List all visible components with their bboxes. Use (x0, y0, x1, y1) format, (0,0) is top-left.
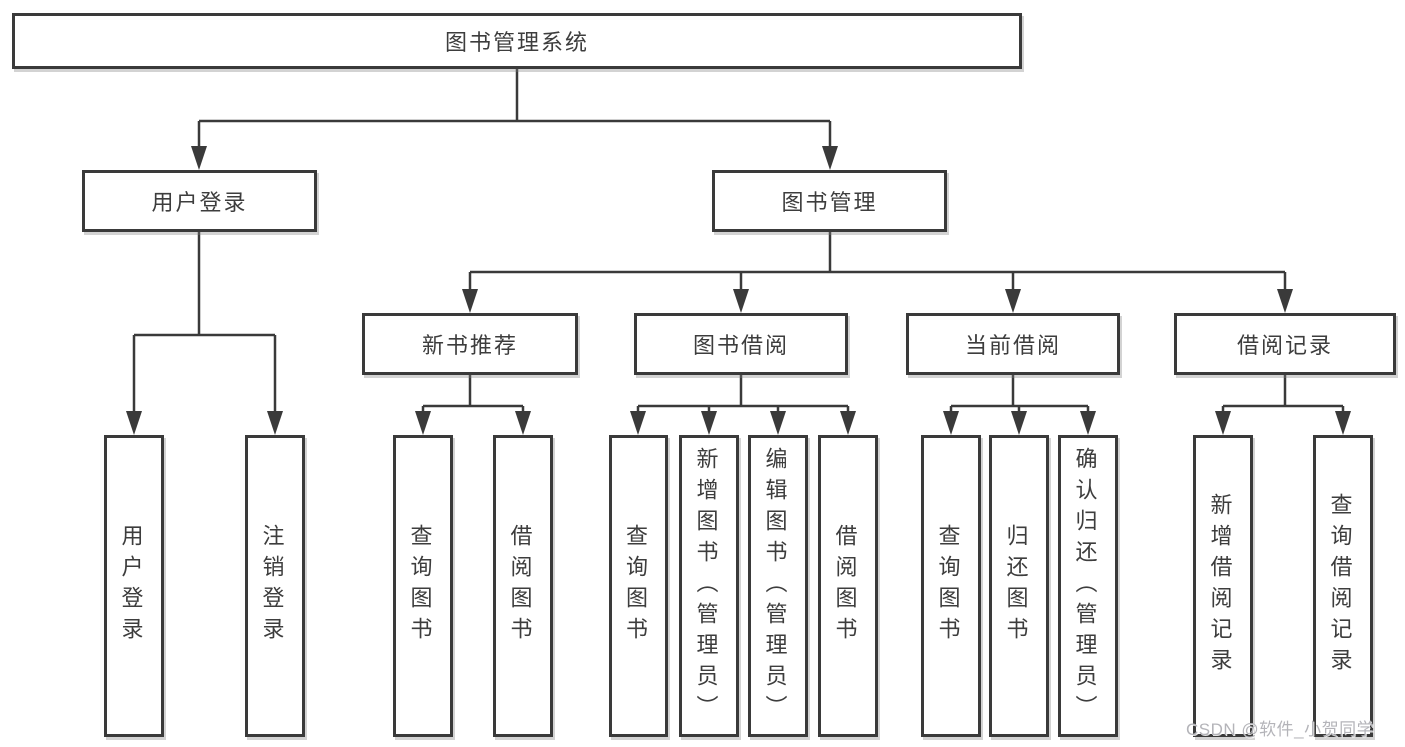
node-borrow-records: 借阅记录 (1174, 313, 1396, 375)
leaf-label: 确认归还（管理员） (1072, 446, 1098, 726)
leaf-label: 归还图书 (1003, 524, 1029, 648)
node-leaf-add-borrow-record: 新增借阅记录 (1193, 435, 1253, 737)
node-leaf-user-login: 用户登录 (104, 435, 164, 737)
node-current-borrow: 当前借阅 (906, 313, 1120, 375)
node-leaf-query-books-1: 查询图书 (393, 435, 453, 737)
node-book-management-label: 图书管理 (781, 190, 878, 215)
arrowheads (126, 146, 1351, 435)
node-book-borrow: 图书借阅 (634, 313, 848, 375)
node-leaf-confirm-return-admin: 确认归还（管理员） (1058, 435, 1118, 737)
node-leaf-borrow-books-1: 借阅图书 (493, 435, 553, 737)
node-leaf-query-borrow-record: 查询借阅记录 (1313, 435, 1373, 737)
node-leaf-add-books-admin: 新增图书（管理员） (679, 435, 739, 737)
node-user-login-label: 用户登录 (151, 190, 248, 215)
node-leaf-return-books: 归还图书 (989, 435, 1049, 737)
node-root-label: 图书管理系统 (444, 30, 589, 55)
node-leaf-logout: 注销登录 (245, 435, 305, 737)
node-root: 图书管理系统 (12, 13, 1022, 69)
leaf-label: 借阅图书 (832, 524, 858, 648)
leaf-label: 查询图书 (623, 524, 648, 648)
leaf-label: 新增借阅记录 (1207, 493, 1233, 679)
node-leaf-query-books-2: 查询图书 (609, 435, 668, 737)
leaf-label: 编辑图书（管理员） (762, 446, 788, 726)
leaf-label: 用户登录 (118, 524, 144, 648)
node-current-borrow-label: 当前借阅 (964, 333, 1061, 358)
leaf-label: 查询图书 (935, 524, 961, 648)
leaf-label: 新增图书（管理员） (693, 446, 719, 726)
node-leaf-edit-books-admin: 编辑图书（管理员） (748, 435, 808, 737)
csdn-watermark: CSDN @软件_小贺同学 (1186, 720, 1375, 739)
node-book-borrow-label: 图书借阅 (692, 333, 789, 358)
node-leaf-query-books-3: 查询图书 (921, 435, 981, 737)
node-new-book-recommend-label: 新书推荐 (421, 333, 518, 358)
node-borrow-records-label: 借阅记录 (1236, 333, 1333, 358)
leaf-label: 查询借阅记录 (1327, 493, 1353, 679)
leaf-label: 借阅图书 (507, 524, 533, 648)
node-leaf-borrow-books-2: 借阅图书 (818, 435, 878, 737)
node-user-login: 用户登录 (82, 170, 317, 232)
leaf-label: 注销登录 (259, 524, 285, 648)
leaf-label: 查询图书 (407, 524, 433, 648)
node-new-book-recommend: 新书推荐 (362, 313, 578, 375)
node-book-management: 图书管理 (712, 170, 947, 232)
